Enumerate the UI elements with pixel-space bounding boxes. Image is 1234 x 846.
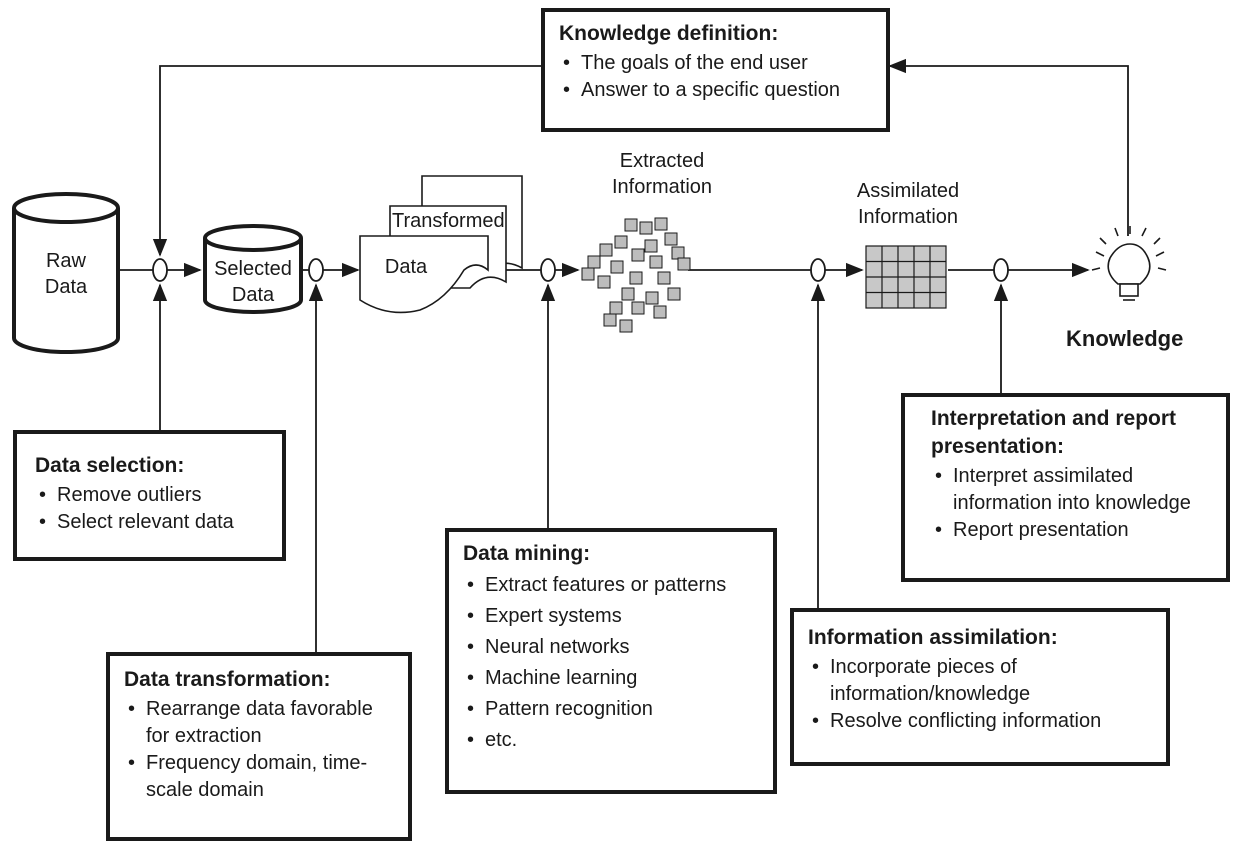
list-item: Extract features or patterns	[463, 570, 763, 601]
information-assimilation-box: Information assimilation: Incorporate pi…	[790, 608, 1170, 766]
list-item: Report presentation	[931, 517, 1220, 544]
list-item: Select relevant data	[35, 509, 272, 536]
list-item: Expert systems	[463, 601, 763, 632]
list-item: Incorporate pieces of information/knowle…	[808, 654, 1156, 708]
interpretation-title: Interpretation and report presentation:	[931, 407, 1177, 458]
knowledge-definition-title: Knowledge definition:	[559, 22, 779, 45]
list-item: Remove outliers	[35, 482, 272, 509]
junction-assimilation	[810, 258, 826, 282]
list-item: Pattern recognition	[463, 694, 763, 725]
information-assimilation-title: Information assimilation:	[808, 626, 1058, 649]
transformed-data-documents	[359, 175, 523, 314]
data-selection-box: Data selection: Remove outliers Select r…	[13, 430, 286, 561]
list-item: etc.	[463, 725, 763, 756]
junction-selection	[152, 258, 168, 282]
data-mining-box: Data mining: Extract features or pattern…	[445, 528, 777, 794]
list-item: Resolve conflicting information	[808, 708, 1156, 735]
junction-transformation	[308, 258, 324, 282]
data-selection-title: Data selection:	[35, 454, 185, 477]
assimilated-info-grid	[865, 245, 947, 309]
knowledge-definition-box: Knowledge definition: The goals of the e…	[541, 8, 890, 132]
list-item: Rearrange data favorable for extraction	[124, 696, 398, 750]
list-item: The goals of the end user	[559, 50, 876, 77]
raw-data-cylinder	[12, 192, 120, 354]
feedback-line-right	[888, 58, 1129, 236]
list-item: Frequency domain, time-scale domain	[124, 750, 398, 804]
data-transformation-title: Data transformation:	[124, 668, 331, 691]
extracted-info-squares	[581, 217, 691, 333]
junction-mining	[540, 258, 556, 282]
lightbulb-icon	[1091, 226, 1167, 301]
interpretation-box: Interpretation and report presentation: …	[901, 393, 1230, 582]
list-item: Answer to a specific question	[559, 77, 876, 104]
knowledge-label: Knowledge	[1066, 326, 1184, 351]
junction-interpretation	[993, 258, 1009, 282]
data-doc-label: Data	[384, 256, 428, 278]
selected-data-cylinder	[203, 224, 303, 314]
list-item: Neural networks	[463, 632, 763, 663]
data-mining-title: Data mining:	[463, 542, 591, 565]
feedback-line-left	[152, 65, 541, 257]
transformed-label: Transformed	[392, 210, 505, 232]
data-transformation-box: Data transformation: Rearrange data favo…	[106, 652, 412, 841]
list-item: Interpret assimilated information into k…	[931, 463, 1220, 517]
list-item: Machine learning	[463, 663, 763, 694]
